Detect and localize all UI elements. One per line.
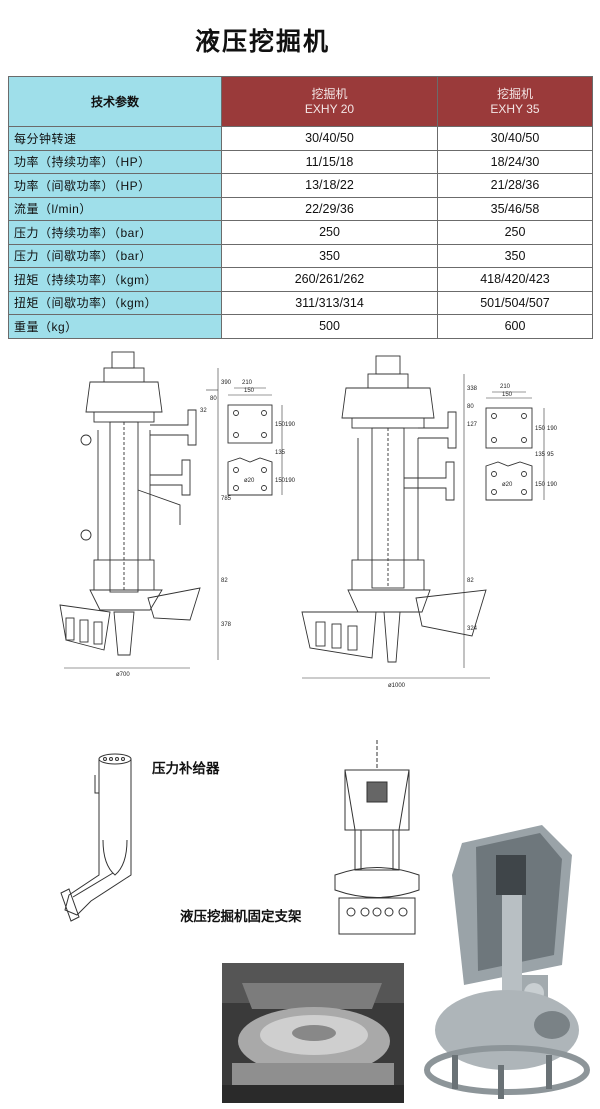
dim-150-low: 150 — [275, 478, 286, 484]
spec-row-value: 311/313/314 — [221, 290, 438, 315]
dim-phi20: ø20 — [502, 482, 513, 488]
spec-row-value: 350 — [221, 243, 438, 268]
dim-210: 210 — [500, 384, 511, 390]
caption-pressure-compensator: 压力补给器 — [152, 761, 220, 777]
model-name: 挖掘机 — [311, 86, 348, 101]
model-header-exhy20: 挖掘机 EXHY 20 — [221, 76, 438, 127]
spec-row-value: 260/261/262 — [221, 267, 438, 292]
spec-row-value: 500 — [221, 314, 438, 339]
caption-fixed-frame: 液压挖掘机固定支架 — [180, 909, 302, 925]
dim-190-low: 190 — [547, 482, 558, 488]
spec-row-label: 功率（间歇功率）（HP） — [8, 173, 222, 198]
dim-150-side: 150 — [275, 422, 286, 428]
dim-phi700: ø700 — [116, 672, 130, 678]
spec-row-label: 每分钟转速 — [8, 126, 222, 151]
dim-phi20: ø20 — [244, 478, 255, 484]
dim-210: 210 — [242, 380, 253, 386]
dim-324: 324 — [467, 626, 478, 632]
dim-80: 80 — [467, 404, 474, 410]
drawing-fixed-frame — [325, 740, 425, 950]
dim-150-low: 150 — [535, 482, 546, 488]
spec-table-header: 技术参数 挖掘机 EXHY 20 挖掘机 EXHY 35 — [8, 76, 593, 127]
dim-127: 127 — [467, 422, 478, 428]
spec-row-label: 压力（持续功率）（bar） — [8, 220, 222, 245]
spec-row-value: 350 — [437, 243, 593, 268]
dim-150-top: 150 — [244, 388, 255, 394]
drawing-exhy20: 390 80 32 210 150 150 190 135 ø20 150 19… — [50, 350, 310, 690]
dim-80: 80 — [210, 396, 217, 402]
dim-190-side: 190 — [547, 426, 558, 432]
drawing-exhy35: 338 80 127 210 150 150 190 135 95 ø20 15… — [296, 350, 566, 690]
spec-row-value: 22/29/36 — [221, 196, 438, 221]
spec-row-value: 11/15/18 — [221, 149, 438, 174]
spec-row-value: 13/18/22 — [221, 173, 438, 198]
photo-excavator-pump — [422, 815, 592, 1109]
dim-150-side: 150 — [535, 426, 546, 432]
drawing-pressure-compensator — [55, 745, 155, 935]
spec-row-value: 18/24/30 — [437, 149, 593, 174]
dim-phi1000: ø1000 — [388, 683, 406, 689]
spec-row-label: 流量（l/min） — [8, 196, 222, 221]
dim-82: 82 — [467, 578, 474, 584]
spec-row-value: 600 — [437, 314, 593, 339]
page-title: 液压挖掘机 — [195, 27, 331, 56]
dim-82: 82 — [221, 578, 228, 584]
dim-785: 785 — [221, 496, 232, 502]
dim-135: 135 — [535, 452, 546, 458]
model-name: 挖掘机 — [496, 86, 533, 101]
model-header-exhy35: 挖掘机 EXHY 35 — [437, 76, 593, 127]
dim-190-side: 190 — [285, 422, 296, 428]
spec-row-value: 250 — [437, 220, 593, 245]
spec-row-label: 扭矩（间歇功率）（kgm） — [8, 290, 222, 315]
model-code: EXHY 20 — [304, 101, 355, 116]
dim-338: 338 — [467, 386, 478, 392]
dim-190-low: 190 — [285, 478, 296, 484]
spec-row-value: 30/40/50 — [221, 126, 438, 151]
spec-row-value: 35/46/58 — [437, 196, 593, 221]
spec-row-label: 压力（间歇功率）（bar） — [8, 243, 222, 268]
dim-32: 32 — [200, 408, 207, 414]
spec-row-value: 501/504/507 — [437, 290, 593, 315]
spec-row-value: 21/28/36 — [437, 173, 593, 198]
dim-150-top: 150 — [502, 392, 513, 398]
dim-135: 135 — [275, 450, 286, 456]
spec-row-label: 扭矩（持续功率）（kgm） — [8, 267, 222, 292]
spec-row-value: 250 — [221, 220, 438, 245]
model-code: EXHY 35 — [490, 101, 540, 116]
dim-378: 378 — [221, 622, 232, 628]
param-header: 技术参数 — [8, 76, 222, 127]
photo-pump-closeup — [222, 963, 404, 1107]
dim-95: 95 — [547, 452, 554, 458]
spec-row-value: 30/40/50 — [437, 126, 593, 151]
spec-row-label: 重量（kg） — [8, 314, 222, 339]
dim-390: 390 — [221, 380, 232, 386]
spec-row-label: 功率（持续功率）（HP） — [8, 149, 222, 174]
spec-row-value: 418/420/423 — [437, 267, 593, 292]
